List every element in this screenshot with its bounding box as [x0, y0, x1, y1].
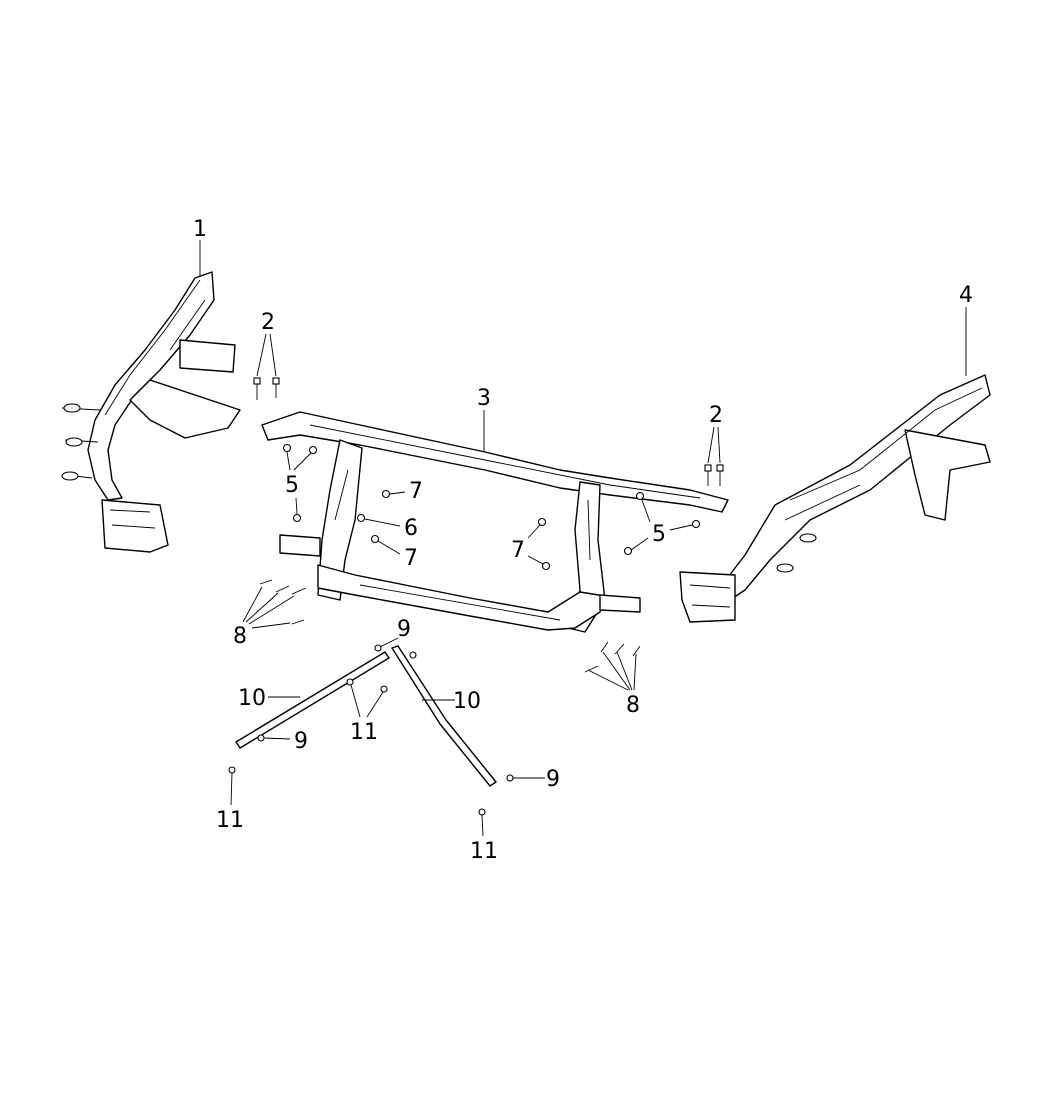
callout-5: 5 [285, 473, 299, 498]
callout-9: 9 [294, 729, 308, 754]
callout-10: 10 [238, 686, 266, 711]
callout-8: 8 [626, 693, 640, 718]
left-frame-rail-part [61, 271, 241, 553]
callout-10: 10 [453, 689, 481, 714]
callout-11: 11 [216, 808, 244, 833]
callout-11: 11 [470, 839, 498, 864]
callout-1: 1 [193, 217, 207, 242]
callout-4: 4 [959, 283, 973, 308]
callout-9: 9 [397, 617, 411, 642]
callout-11: 11 [350, 720, 378, 745]
callout-7: 7 [409, 479, 423, 504]
callout-6: 6 [404, 516, 418, 541]
callout-2: 2 [709, 403, 723, 428]
leader-lines [199, 240, 967, 837]
callout-5: 5 [652, 522, 666, 547]
callout-8: 8 [233, 624, 247, 649]
left-brace-part [235, 651, 390, 749]
right-brace-part [391, 645, 497, 787]
callout-7: 7 [511, 538, 525, 563]
callout-2: 2 [261, 310, 275, 335]
callout-9: 9 [546, 767, 560, 792]
radiator-support-part [261, 411, 729, 633]
callout-labels: 1 2 3 4 2 5 7 6 7 7 5 8 9 10 11 10 9 11 … [193, 217, 973, 864]
fasteners [228, 377, 724, 816]
right-frame-rail-part [679, 374, 991, 623]
callout-7: 7 [404, 546, 418, 571]
callout-3: 3 [477, 386, 491, 411]
